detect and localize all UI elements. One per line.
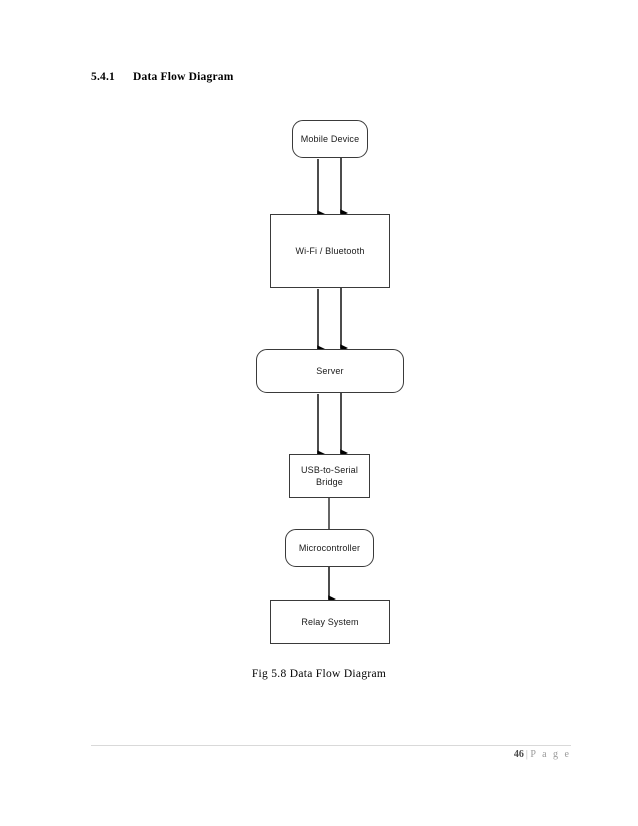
node-label: Wi-Fi / Bluetooth — [295, 246, 365, 256]
footer-divider — [91, 745, 571, 746]
section-heading-title: Data Flow Diagram — [133, 71, 234, 83]
node-mobile-device[interactable]: Mobile Device — [292, 120, 368, 158]
section-heading-number: 5.4.1 — [91, 71, 115, 83]
page-footer: 46|P a g e — [91, 749, 571, 760]
node-server[interactable]: Server — [256, 349, 404, 393]
node-label: Mobile Device — [300, 134, 360, 144]
section-heading: 5.4.1 Data Flow Diagram — [91, 71, 234, 83]
figure-caption: Fig 5.8 Data Flow Diagram — [251, 668, 387, 680]
node-label: Relay System — [301, 617, 359, 627]
node-label: USB-to-Serial Bridge — [301, 465, 358, 487]
footer-page-number: 46 — [513, 749, 524, 760]
node-label: Server — [316, 366, 344, 376]
node-microcontroller[interactable]: Microcontroller — [285, 529, 374, 567]
node-usb-to-serial-bridge[interactable]: USB-to-Serial Bridge — [289, 454, 370, 498]
node-wifi-bluetooth[interactable]: Wi-Fi / Bluetooth — [270, 214, 390, 288]
footer-separator: | — [525, 749, 529, 760]
node-relay-system[interactable]: Relay System — [270, 600, 390, 644]
node-label: Microcontroller — [298, 543, 361, 553]
footer-page-word: P a g e — [530, 749, 571, 760]
